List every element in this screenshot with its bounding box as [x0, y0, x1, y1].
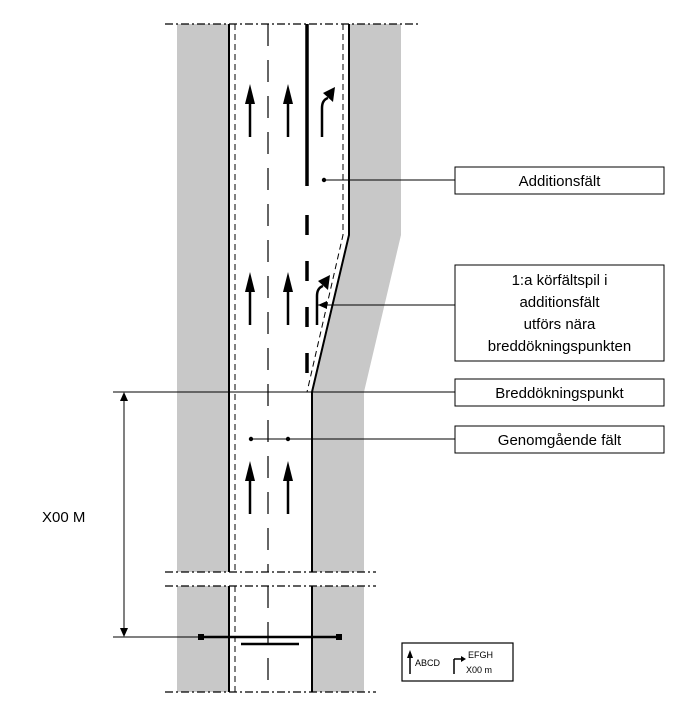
lane-arrows [245, 84, 335, 514]
leader-dot [321, 177, 327, 183]
label-breddokningspunkt-text: Breddökningspunkt [495, 385, 624, 402]
distance-label: X00 M [42, 509, 85, 526]
note-line-1: 1:a körfältspil i [512, 272, 608, 289]
sign-exit-text: EFGH [468, 650, 493, 660]
label-additionsfalt: Additionsfält [454, 166, 665, 195]
sign-exit-distance: X00 m [466, 665, 492, 675]
straight-arrow [245, 84, 255, 137]
road-sign: ABCD EFGH X00 m [401, 642, 514, 682]
label-genomgaende: Genomgående fält [454, 425, 665, 454]
note-line-4: breddökningspunkten [488, 338, 631, 355]
straight-arrow [283, 84, 293, 137]
leader-lines [248, 177, 455, 442]
right-shoulder-middle [312, 392, 364, 572]
note-line-3: utförs nära [524, 316, 596, 333]
distance-dimension [113, 391, 312, 638]
straight-arrow [245, 461, 255, 514]
curve-arrow [320, 87, 335, 137]
curve-arrow [315, 275, 330, 325]
sign-straight-text: ABCD [415, 658, 441, 668]
label-genomgaende-text: Genomgående fält [498, 432, 622, 449]
leader-dot [248, 436, 254, 442]
left-shoulder-upper [177, 24, 229, 572]
leader-dot [285, 436, 291, 442]
sign-straight-arrow-icon [407, 650, 413, 674]
right-edge-line-upper [311, 24, 350, 572]
right-inner-dashed [306, 24, 344, 393]
note-line-2: additionsfält [519, 294, 600, 311]
label-note: 1:a körfältspil i additionsfält utförs n… [454, 264, 665, 362]
label-additionsfalt-text: Additionsfält [519, 173, 602, 190]
label-breddokningspunkt: Breddökningspunkt [454, 378, 665, 407]
lane-dividers [267, 24, 309, 692]
edge-lines [228, 24, 350, 692]
sign-exit-arrow-icon [453, 656, 466, 674]
straight-arrow [283, 461, 293, 514]
shoulders [177, 24, 401, 692]
break-lines [165, 23, 420, 693]
straight-arrow [245, 272, 255, 325]
straight-arrow [283, 272, 293, 325]
